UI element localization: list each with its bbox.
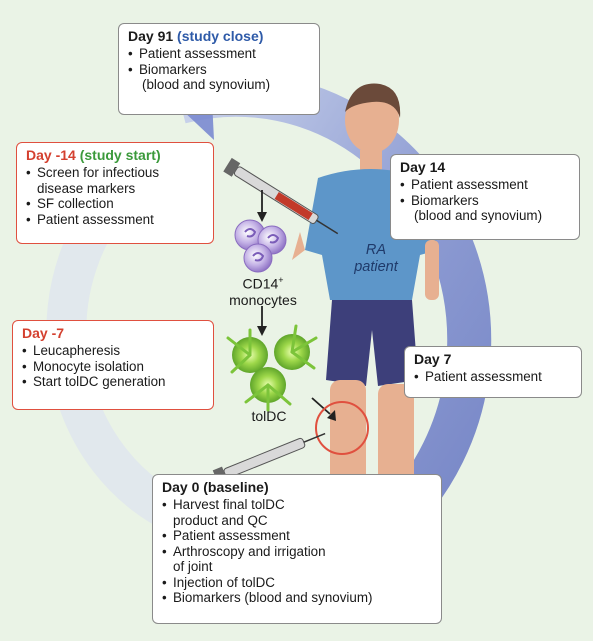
day91-list: Patient assessment Biomarkers (blood and…	[128, 46, 311, 93]
day14-day: Day 14	[400, 159, 446, 175]
day-minus7-title: Day -7	[22, 325, 205, 342]
day7-title: Day 7	[414, 351, 573, 368]
day-minus14-title: Day -14 (study start)	[26, 147, 205, 164]
list-item: of joint	[173, 559, 213, 574]
day91-title: Day 91 (study close)	[128, 28, 311, 45]
day-minus7-box: Day -7 Leucapheresis Monocyte isolation …	[12, 320, 214, 410]
list-item: Biomarkers	[400, 193, 571, 209]
list-item: Leucapheresis	[22, 343, 205, 359]
day7-box: Day 7 Patient assessment	[404, 346, 582, 398]
day0-list: Harvest final tolDC product and QC Patie…	[162, 497, 433, 606]
list-item: Patient assessment	[26, 212, 205, 228]
list-item: (blood and synovium)	[414, 208, 543, 223]
list-item: Screen for infectious	[26, 165, 205, 181]
day-minus7-list: Leucapheresis Monocyte isolation Start t…	[22, 343, 205, 390]
day-minus14-box: Day -14 (study start) Screen for infecti…	[16, 142, 214, 244]
arrow-toldc-to-knee	[311, 397, 331, 415]
day91-day: Day 91	[128, 28, 174, 44]
syringe-icon	[223, 157, 339, 235]
patient-label-line2: patient	[354, 259, 398, 275]
list-item: Biomarkers	[128, 62, 311, 78]
day14-title: Day 14	[400, 159, 571, 176]
list-item: SF collection	[26, 196, 205, 212]
monocyte-cells-icon	[234, 219, 287, 273]
day91-box: Day 91 (study close) Patient assessment …	[118, 23, 320, 115]
list-item: Patient assessment	[128, 46, 311, 62]
monocytes-label: monocytes	[229, 291, 297, 308]
day14-list: Patient assessment Biomarkers (blood and…	[400, 177, 571, 224]
day0-title: Day 0 (baseline)	[162, 479, 433, 496]
list-item: Patient assessment	[162, 528, 433, 544]
day7-day: Day 7	[414, 351, 452, 367]
cd14-text: CD14	[242, 275, 279, 292]
day0-day: Day 0 (baseline)	[162, 479, 269, 495]
day7-list: Patient assessment	[414, 369, 573, 385]
list-item: Patient assessment	[400, 177, 571, 193]
cd14-monocytes-label: CD14+ monocytes	[218, 272, 308, 308]
list-item: (blood and synovium)	[142, 77, 271, 92]
list-item: Arthroscopy and irrigation	[162, 544, 433, 560]
patient-label-line1: RA	[365, 242, 387, 258]
list-item: Start tolDC generation	[22, 374, 205, 390]
list-item: Monocyte isolation	[22, 359, 205, 375]
cd14-superscript: +	[278, 275, 284, 285]
day-minus14-list: Screen for infectious disease markers SF…	[26, 165, 205, 227]
day-minus7-day: Day -7	[22, 325, 65, 341]
list-item: product and QC	[173, 512, 268, 528]
toldc-label: tolDC	[251, 408, 287, 424]
day91-note: (study close)	[177, 28, 264, 44]
list-item: Harvest final tolDC	[162, 497, 433, 513]
cd14-label: CD14+	[218, 272, 308, 292]
list-item: disease markers	[37, 180, 136, 196]
list-item: Patient assessment	[414, 369, 573, 385]
list-item: Biomarkers (blood and synovium)	[162, 590, 433, 606]
toidc-cells-icon	[226, 324, 318, 412]
day14-box: Day 14 Patient assessment Biomarkers (bl…	[390, 154, 580, 240]
day0-box: Day 0 (baseline) Harvest final tolDC pro…	[152, 474, 442, 624]
list-item: Injection of tolDC	[162, 575, 433, 591]
day-minus14-note: (study start)	[79, 147, 161, 163]
day-minus14-day: Day -14	[26, 147, 76, 163]
patient-label: RA patient	[346, 242, 406, 276]
knee-joint-circle-icon	[315, 401, 369, 455]
